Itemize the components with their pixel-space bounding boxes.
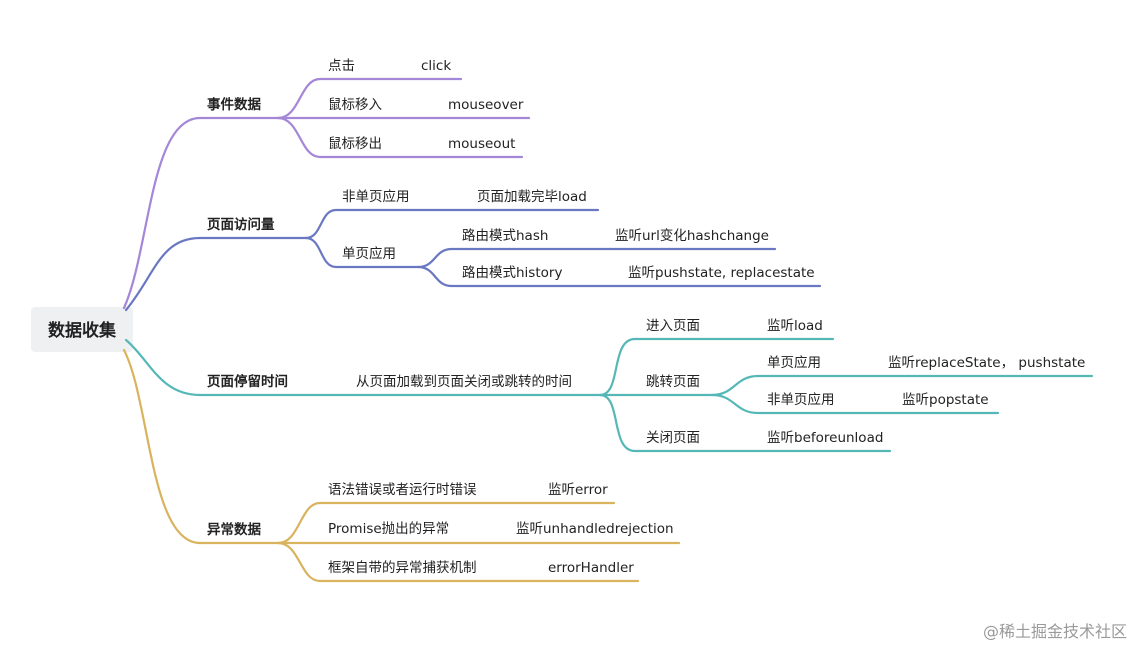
- spa-hash-value: 监听url变化hashchange: [615, 228, 769, 244]
- pv-nonspa-label: 非单页应用: [342, 188, 410, 205]
- root-node-box: [31, 307, 133, 352]
- connector-event-mouseout: [276, 116, 524, 159]
- error-syntax-label: 语法错误或者运行时错误: [328, 482, 477, 498]
- error-syntax-value: 监听error: [548, 482, 608, 498]
- connector-spa-hash: [416, 247, 777, 269]
- branch-pv-label: 页面访问量: [207, 216, 275, 233]
- stay-desc-label: 从页面加载到页面关闭或跳转的时间: [356, 374, 572, 390]
- stay-close-label: 关闭页面: [646, 430, 700, 446]
- branch-error-label: 异常数据: [207, 521, 261, 538]
- watermark-text: @稀土掘金技术社区: [982, 622, 1127, 641]
- connector-event-click: [276, 77, 463, 120]
- jump-nonspa-value: 监听popstate: [902, 392, 989, 408]
- connector-root-pv: [124, 236, 202, 312]
- connector-root-event: [122, 116, 202, 310]
- pv-spa-label: 单页应用: [342, 245, 396, 262]
- error-framework-value: errorHandler: [548, 560, 634, 576]
- connector-pv-nonspa: [304, 208, 600, 240]
- error-promise-label: Promise抛出的异常: [328, 521, 449, 537]
- jump-spa-value: 监听replaceState， pushstate: [888, 355, 1085, 371]
- event-mouseout-value: mouseout: [448, 136, 515, 152]
- branch-event-label: 事件数据: [207, 96, 261, 113]
- connector-jump-spa: [710, 374, 1094, 397]
- event-mouseover-label: 鼠标移入: [328, 97, 382, 113]
- error-promise-value: 监听unhandledrejection: [516, 521, 674, 537]
- stay-close-value: 监听beforeunload: [767, 430, 883, 446]
- event-mouseover-value: mouseover: [448, 97, 524, 113]
- stay-jump-label: 跳转页面: [646, 374, 700, 390]
- event-click-value: click: [421, 58, 451, 74]
- pv-nonspa-value: 页面加载完毕load: [477, 189, 587, 205]
- connector-stay-close: [598, 393, 892, 453]
- connector-jump-nonspa: [710, 393, 1000, 415]
- spa-hash-label: 路由模式hash: [462, 228, 548, 244]
- jump-spa-label: 单页应用: [767, 354, 821, 371]
- branch-stay-label: 页面停留时间: [207, 373, 288, 390]
- connector-root-stay: [124, 338, 202, 397]
- spa-history-value: 监听pushstate, replacestate: [628, 265, 815, 281]
- connector-stay-enter: [598, 337, 835, 397]
- connector-spa-history: [416, 265, 822, 288]
- error-framework-label: 框架自带的异常捕获机制: [328, 560, 477, 576]
- root-node-label: 数据收集: [48, 320, 117, 341]
- spa-history-label: 路由模式history: [462, 265, 562, 281]
- connector-error-syntax: [276, 501, 616, 545]
- connector-error-framework: [276, 541, 640, 583]
- connector-pv-spa: [304, 236, 420, 269]
- event-click-label: 点击: [328, 58, 355, 74]
- jump-nonspa-label: 非单页应用: [767, 391, 835, 408]
- connector-root-error: [122, 348, 202, 545]
- event-mouseout-label: 鼠标移出: [328, 136, 382, 152]
- stay-enter-label: 进入页面: [646, 318, 700, 334]
- stay-enter-value: 监听load: [767, 318, 823, 334]
